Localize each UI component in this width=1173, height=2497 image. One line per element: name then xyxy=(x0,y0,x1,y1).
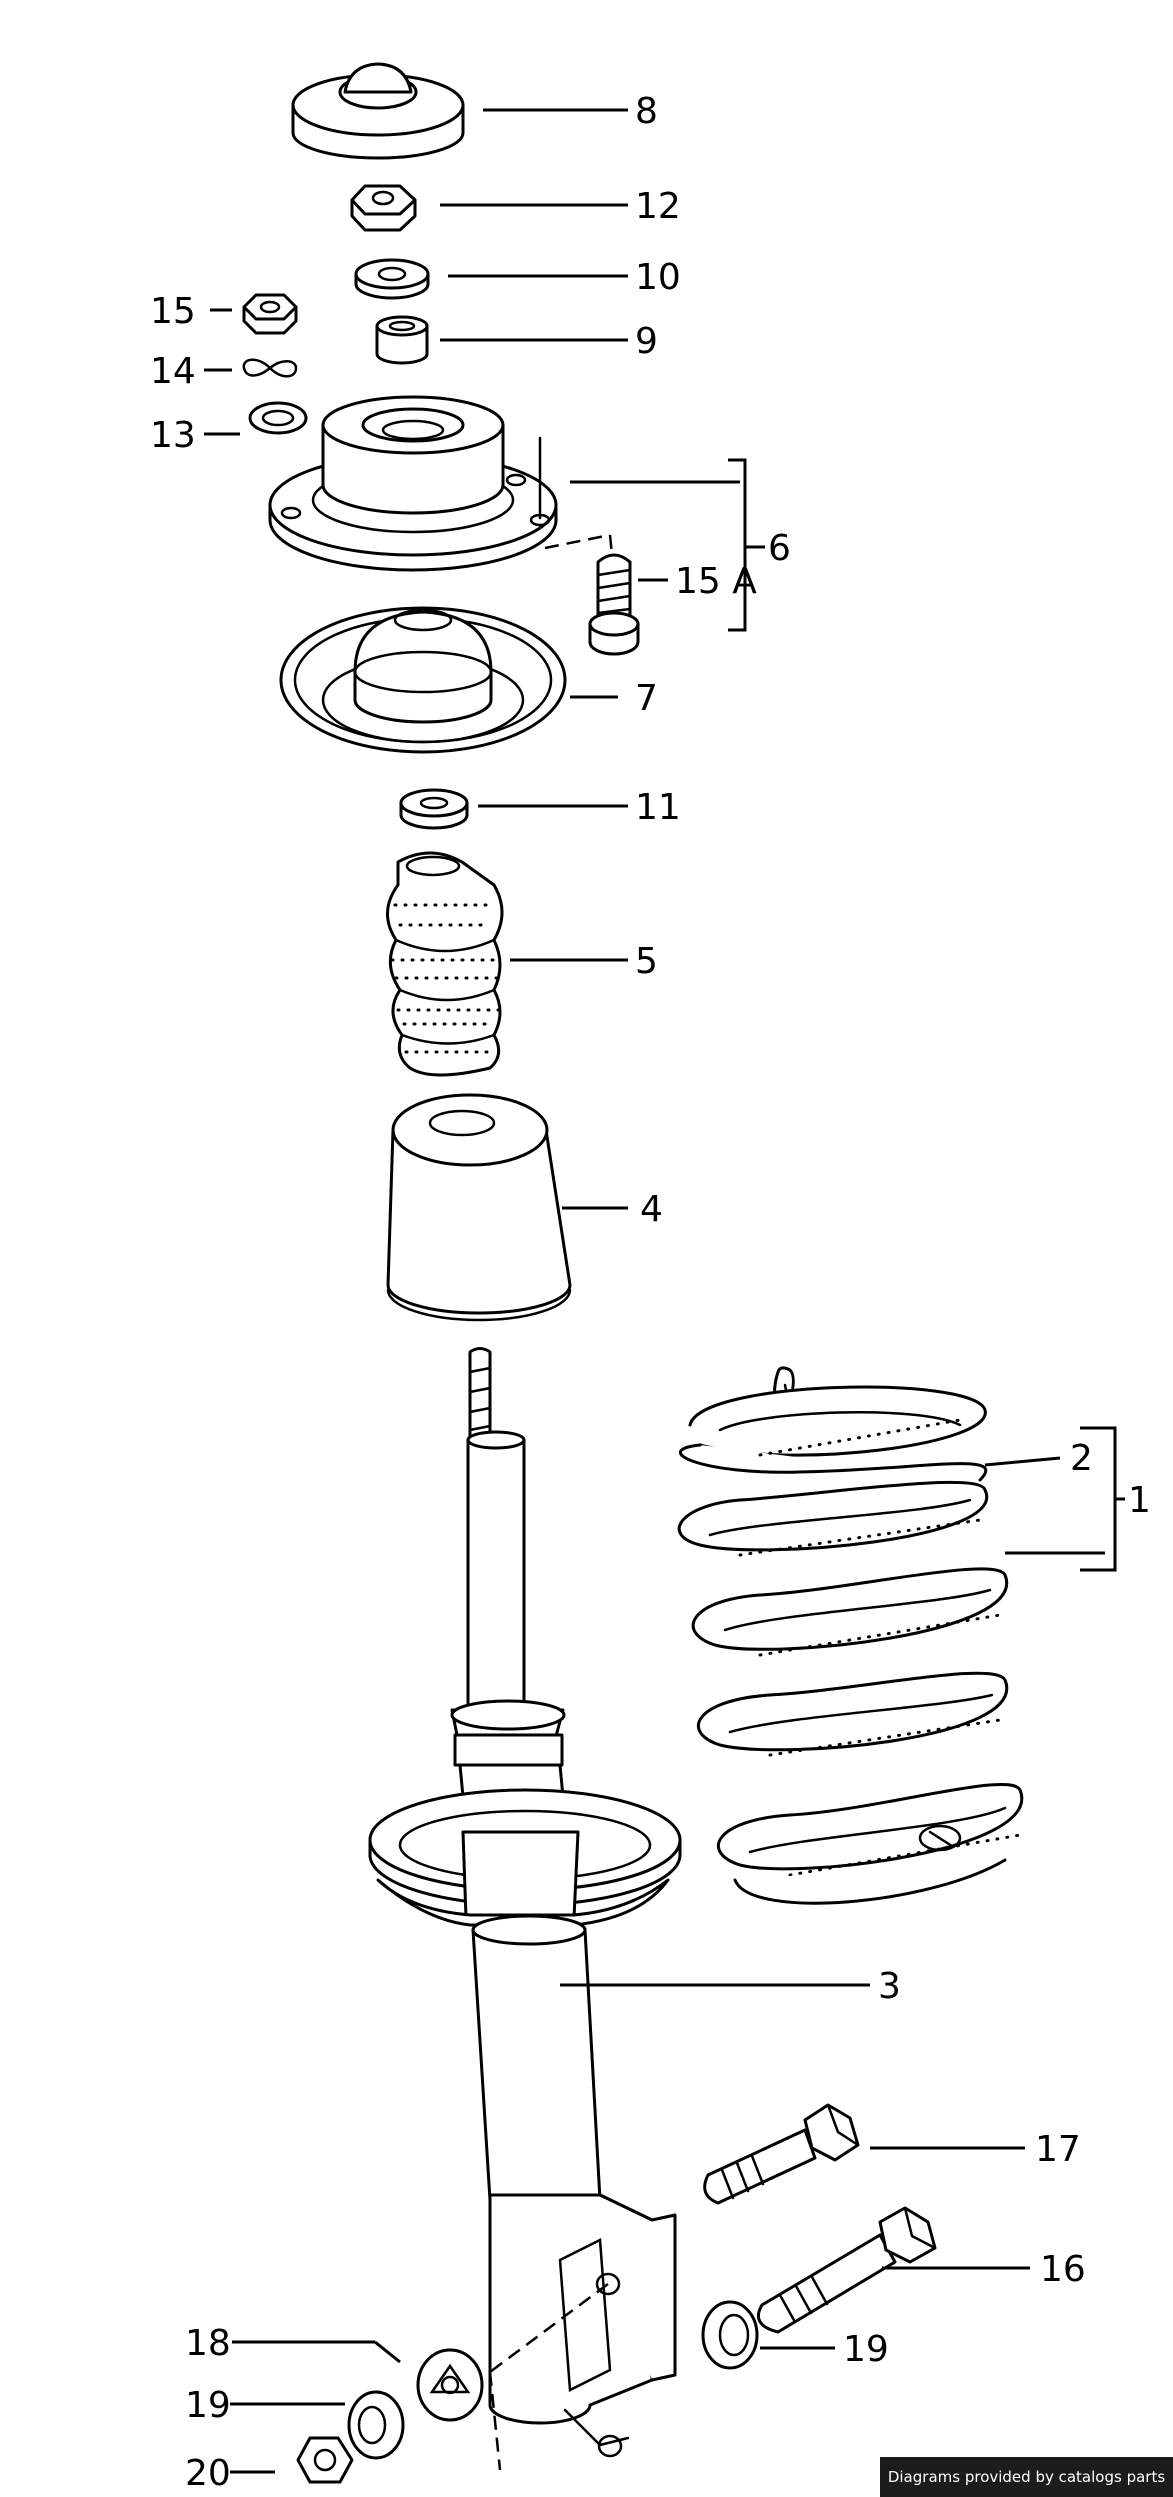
callout-18: 18 xyxy=(185,2323,231,2364)
callout-15: 15 xyxy=(150,291,196,332)
callout-6: 6 xyxy=(768,528,791,569)
part-18-eccentric-washer xyxy=(416,2348,484,2422)
callout-labels: 8 12 10 9 15 14 13 6 15 A 7 11 5 4 2 1 3… xyxy=(150,91,1151,2494)
part-7-spring-seat xyxy=(279,606,567,754)
callout-3: 3 xyxy=(878,1966,901,2007)
part-17-bolt xyxy=(703,2103,860,2205)
part-5-bump-stop xyxy=(386,851,504,1077)
callout-2: 2 xyxy=(1070,1438,1093,1479)
leader-lines xyxy=(204,108,1125,2474)
part-15-nut xyxy=(242,293,298,335)
callout-7: 7 xyxy=(635,678,658,719)
callout-11: 11 xyxy=(635,787,681,828)
part-6-strut-mount xyxy=(268,395,614,572)
part-14-clip xyxy=(242,358,298,378)
part-11-washer xyxy=(399,788,469,830)
part-1-coil-spring xyxy=(677,1366,1024,1905)
callout-12: 12 xyxy=(635,186,681,227)
callout-19-left: 19 xyxy=(185,2385,231,2426)
callout-13: 13 xyxy=(150,415,196,456)
part-16-bolt xyxy=(757,2206,937,2334)
part-20-nut xyxy=(296,2436,354,2484)
credit-badge: Diagrams provided by catalogs parts xyxy=(880,2457,1173,2497)
callout-17: 17 xyxy=(1035,2129,1081,2170)
callout-20: 20 xyxy=(185,2453,231,2494)
part-19-washer-left xyxy=(347,2390,405,2460)
part-19-washer-right xyxy=(701,2300,759,2370)
callout-10: 10 xyxy=(635,257,681,298)
callout-5: 5 xyxy=(635,941,658,982)
part-4-sleeve xyxy=(386,1093,572,1322)
part-9-bushing xyxy=(375,315,429,365)
part-8-cap xyxy=(291,62,465,160)
part-3-shock-absorber xyxy=(368,1347,682,2471)
callout-19-right: 19 xyxy=(843,2329,889,2370)
callout-4: 4 xyxy=(640,1189,663,1230)
callout-1: 1 xyxy=(1128,1480,1151,1521)
part-10-washer xyxy=(354,258,430,300)
callout-9: 9 xyxy=(635,321,658,362)
part-13-washer xyxy=(248,401,308,435)
callout-8: 8 xyxy=(635,91,658,132)
part-12-nut xyxy=(350,184,417,232)
callout-16: 16 xyxy=(1040,2249,1086,2290)
callout-14: 14 xyxy=(150,351,196,392)
part-15a-bolt xyxy=(588,553,640,656)
callout-15a: 15 A xyxy=(675,561,757,602)
